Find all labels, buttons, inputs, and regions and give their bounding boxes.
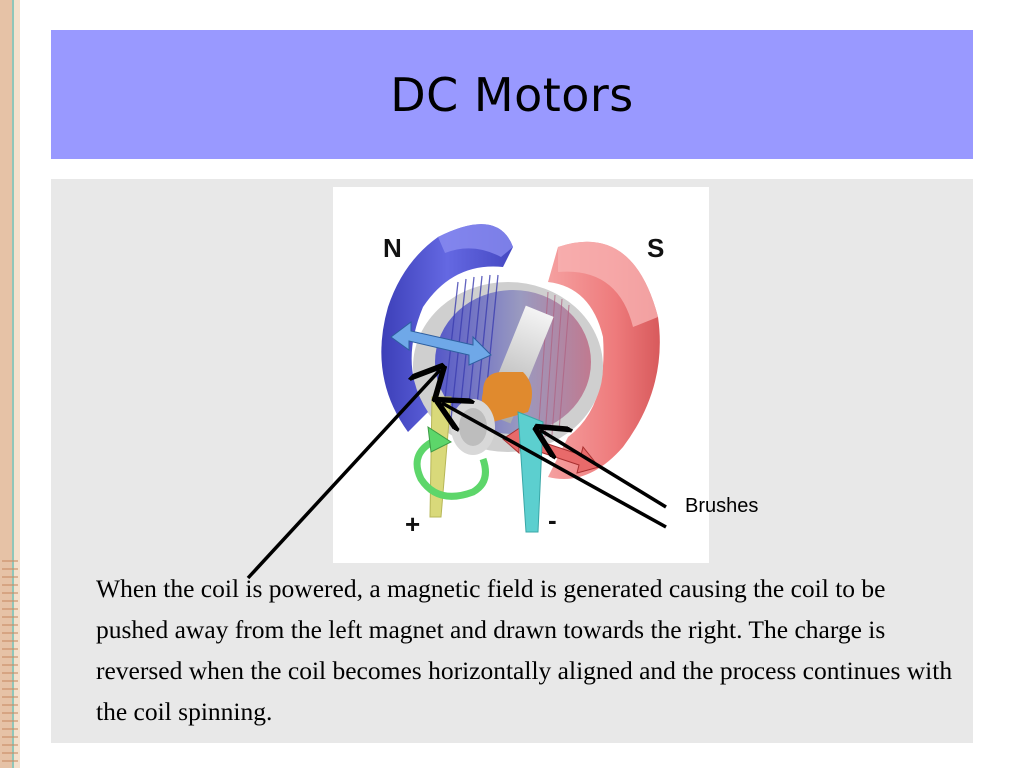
title-bar: DC Motors: [51, 30, 973, 159]
brushes-label: Brushes: [685, 495, 759, 517]
slide-title: DC Motors: [390, 67, 634, 122]
minus-brush: [517, 411, 544, 533]
south-pole-label: S: [647, 233, 665, 263]
slide-body-text: When the coil is powered, a magnetic fie…: [96, 574, 953, 726]
motor-diagram: N S + -: [333, 187, 709, 563]
north-pole-label: N: [383, 233, 402, 263]
force-arrow-left: [390, 321, 492, 366]
minus-terminal-label: -: [548, 505, 557, 535]
decorative-side-ticks: [2, 560, 18, 768]
north-magnet: [381, 224, 513, 432]
plus-terminal-label: +: [405, 509, 421, 539]
